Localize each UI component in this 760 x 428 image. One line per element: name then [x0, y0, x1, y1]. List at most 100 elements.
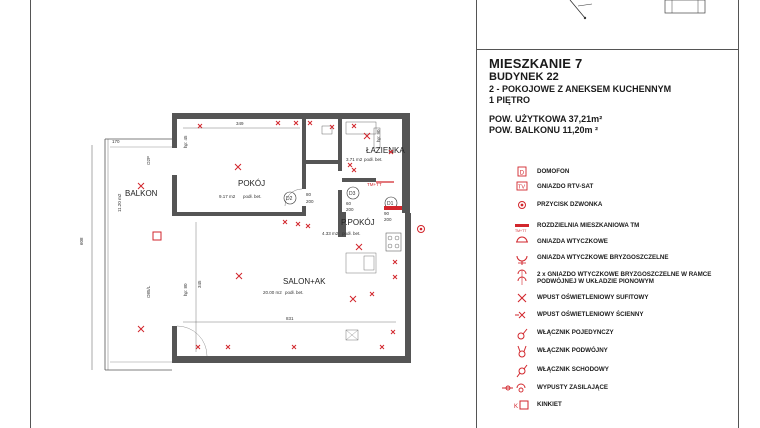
- building-title: BUDYNEK 22: [489, 71, 559, 83]
- room-floor-przedpokoj: podł. bet.: [342, 231, 361, 236]
- svg-text:D: D: [520, 171, 525, 177]
- hp-label-3: hp: 90: [376, 129, 381, 142]
- legend-row-splash: GNIAZDA WTYCZKOWE BRYZGOSZCZELNE: [505, 252, 730, 266]
- legend-row-single-switch: WŁĄCZNIK POJEDYNCZY: [505, 327, 730, 341]
- room-area-salon: 20.00 m2: [263, 290, 282, 295]
- svg-text:TM+TT: TM+TT: [515, 229, 527, 233]
- svg-text:K: K: [514, 404, 518, 410]
- kitchen-appliances: [345, 232, 402, 341]
- legend-row-wall-light: WPUST OŚWIETLENIOWY ŚCIENNY: [505, 309, 730, 323]
- external-walls: [172, 113, 411, 363]
- door-d3: D3: [346, 186, 360, 200]
- legend-label-feed: WYPUSTY ZASILAJĄCE: [537, 384, 609, 391]
- window-label-o85l: O85/L: [146, 285, 151, 298]
- room-area-lazienka: 3.71 m2: [346, 157, 363, 162]
- distribution-board: [384, 206, 402, 210]
- balcony-area: POW. BALKONU 11,20m ²: [489, 125, 599, 135]
- sheet-border-right: [738, 0, 739, 428]
- legend-label-splash: GNIAZDA WTYCZKOWE BRYZGOSZCZELNE: [537, 254, 669, 261]
- doorbell-dot: [419, 227, 423, 231]
- power-outlet-feed-icon: [502, 383, 526, 393]
- room-area-pokoj: 9.17 m2: [219, 194, 236, 199]
- legend-label-double-switch: WŁĄCZNIK PODWÓJNY: [537, 347, 608, 354]
- door-size-d2-h: 200: [306, 199, 314, 204]
- bathroom-fixtures: [321, 121, 381, 149]
- legend-label-stair-switch: WŁĄCZNIK SCHODOWY: [537, 366, 609, 373]
- apartment-type: 2 - POKOJOWE Z ANEKSEM KUCHENNYM: [489, 84, 672, 94]
- ceiling-light-icon: [517, 293, 527, 303]
- legend-label-socket: GNIAZDA WTYCZKOWE: [537, 238, 608, 245]
- legend-label-board: ROZDZIELNIA MIESZKANIOWA TM: [537, 222, 640, 229]
- dim-349: 349: [236, 121, 244, 126]
- room-label-balkon: BALKON: [125, 189, 158, 198]
- svg-text:D2: D2: [286, 196, 293, 202]
- doorbell-button-icon: [518, 201, 526, 209]
- kinkiet-symbol: [152, 231, 162, 241]
- usable-area: POW. UŻYTKOWA 37,21m²: [489, 114, 603, 124]
- sheet-divider: [476, 0, 477, 428]
- double-switch-icon: [517, 345, 527, 358]
- legend-row-double-splash: 2 x GNIAZDO WTYCZKOWE BRYZGOSZCZELNE W R…: [505, 269, 730, 291]
- legend-label-rtv: GNIAZDO RTV-SAT: [537, 183, 594, 190]
- door-size-d1: 90: [384, 211, 390, 216]
- room-floor-pokoj: podł. bet.: [243, 194, 262, 199]
- room-label-pokoj: POKÓJ: [238, 179, 265, 188]
- title-block: MIESZKANIE 7 BUDYNEK 22 2 - POKOJOWE Z A…: [489, 56, 734, 136]
- title-block-top-border: [476, 49, 738, 50]
- distribution-board-icon: TM+TT: [515, 224, 529, 233]
- ceiling-light-icon: [137, 132, 371, 333]
- legend-row-rtv: TV GNIAZDO RTV-SAT: [505, 181, 730, 195]
- door-size-d2: 80: [306, 192, 312, 197]
- legend-label-ceiling-light: WPUST OŚWIETLENIOWY SUFITOWY: [537, 294, 649, 301]
- area-summary: POW. UŻYTKOWA 37,21m² POW. BALKONU 11,20…: [489, 114, 734, 136]
- socket-icon: [516, 236, 528, 243]
- hp-label-1: hp: 45: [183, 135, 188, 148]
- dim-831: 831: [286, 316, 294, 321]
- window-label-o2p: O2P: [146, 156, 151, 165]
- socket-icon: [195, 120, 398, 350]
- single-switch-icon: [517, 328, 528, 340]
- hp-label-2: hp: 80: [183, 283, 188, 296]
- legend-row-double-switch: WŁĄCZNIK PODWÓJNY: [505, 345, 730, 359]
- legend-row-board: TM+TT ROZDZIELNIA MIESZKANIOWA TM: [505, 220, 730, 234]
- room-floor-lazienka: podł. bet.: [364, 157, 383, 162]
- legend-row-domofon: D DOMOFON: [505, 166, 730, 180]
- legend-label-wall-light: WPUST OŚWIETLENIOWY ŚCIENNY: [537, 311, 644, 318]
- door-size-d3: 60: [346, 201, 352, 206]
- legend-row-doorbell: PRZYCISK DZWONKA: [505, 199, 730, 213]
- legend-label-double-splash: 2 x GNIAZDO WTYCZKOWE BRYZGOSZCZELNE W R…: [537, 271, 712, 286]
- balcony-area-label: 11.20 m2: [117, 193, 122, 212]
- sheet-border-left: [30, 0, 31, 428]
- room-label-salon: SALON+AK: [283, 277, 326, 286]
- wall-light-icon: [515, 311, 526, 319]
- splashproof-socket-icon: [516, 255, 528, 265]
- svg-text:D1: D1: [387, 201, 394, 207]
- legend-row-feed: WYPUSTY ZASILAJĄCE: [502, 382, 730, 396]
- legend-label-domofon: DOMOFON: [537, 168, 570, 175]
- kinkiet-icon: K: [514, 400, 529, 410]
- distribution-board-label: TM+TT: [367, 182, 382, 187]
- balcony-door-swing: [176, 325, 208, 357]
- legend-row-kinkiet: K KINKIET: [505, 399, 730, 413]
- dim-170: 170: [112, 139, 120, 144]
- north-arrow-icon: [569, 0, 593, 20]
- stair-switch-icon: [516, 364, 528, 378]
- svg-text:TV: TV: [518, 185, 525, 191]
- balcony-total-dim: 608: [79, 237, 84, 245]
- key-plan-icon: [664, 0, 706, 14]
- domofon-icon: D: [517, 166, 527, 177]
- room-area-przedpokoj: 4.33 m2: [322, 231, 339, 236]
- svg-text:D3: D3: [349, 191, 356, 197]
- double-splashproof-socket-icon: [517, 269, 527, 285]
- legend-row-ceiling-light: WPUST OŚWIETLENIOWY SUFITOWY: [505, 292, 730, 306]
- floor-level: 1 PIĘTRO: [489, 95, 531, 105]
- door-size-d3-h: 200: [346, 207, 354, 212]
- legend-row-socket: GNIAZDA WTYCZKOWE: [505, 236, 730, 250]
- legend-row-stair-switch: WŁĄCZNIK SCHODOWY: [505, 364, 730, 378]
- balcony-outline: [104, 138, 172, 371]
- door-size-d1-h: 200: [384, 217, 392, 222]
- legend-label-single-switch: WŁĄCZNIK POJEDYNCZY: [537, 329, 614, 336]
- rtv-sat-icon: TV: [516, 181, 528, 191]
- apartment-title: MIESZKANIE 7: [489, 56, 583, 71]
